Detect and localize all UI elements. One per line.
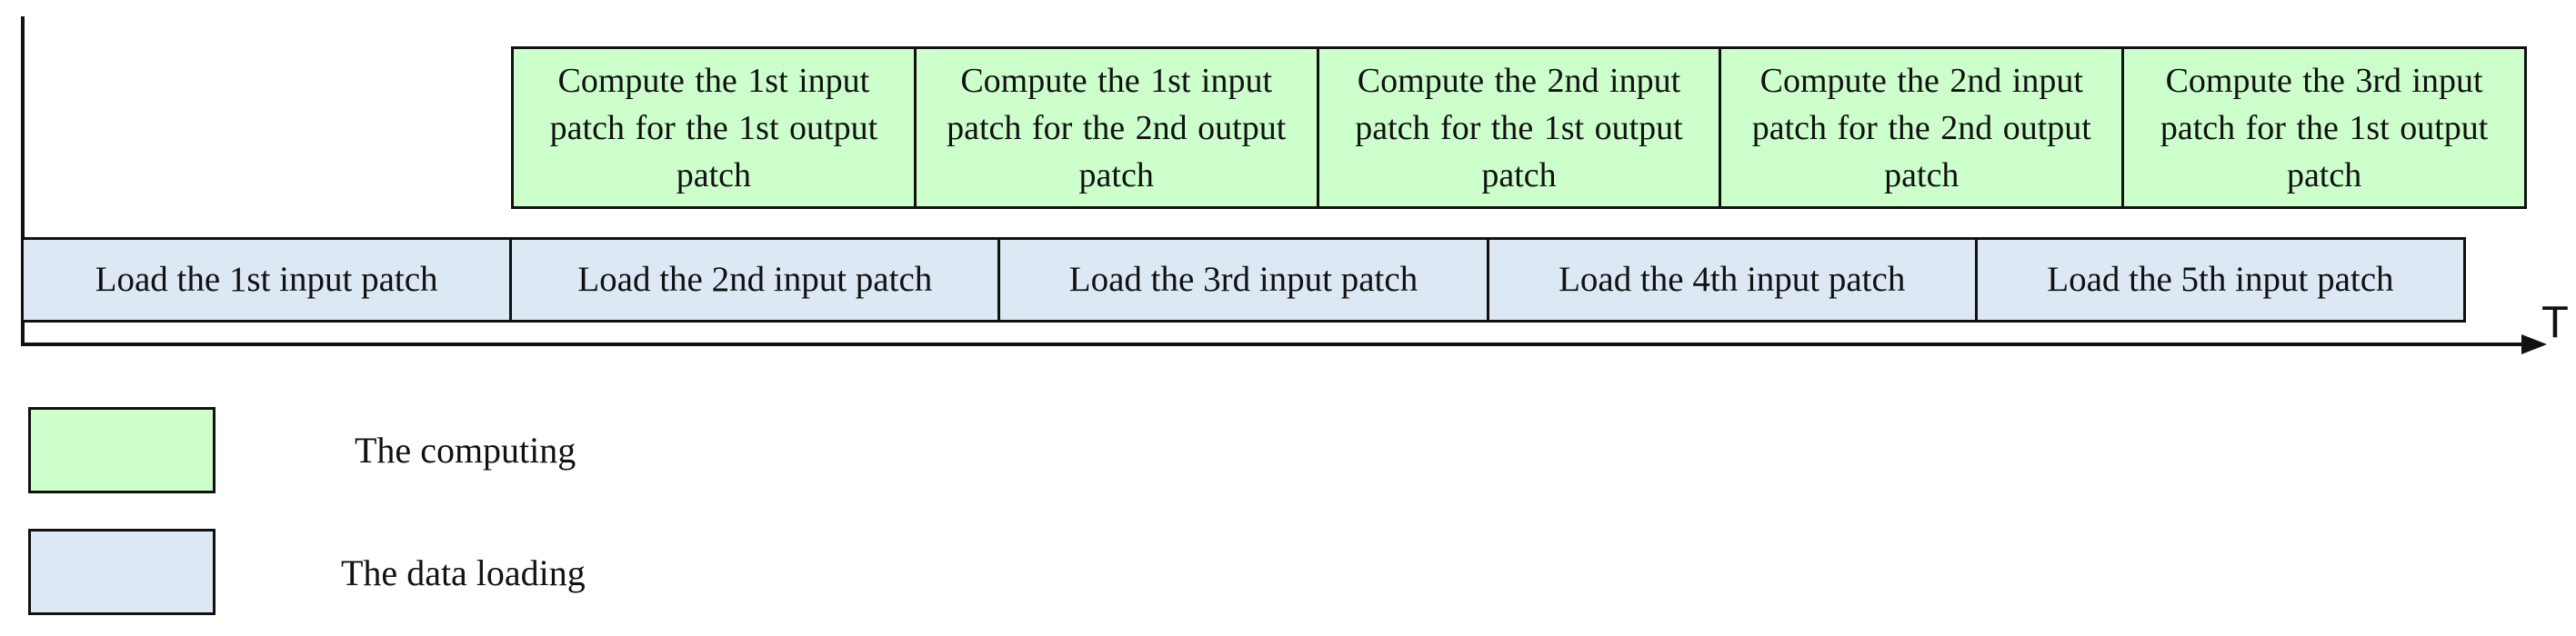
vertical-axis-line: [21, 16, 25, 346]
load-block-2: Load the 2nd input patch: [512, 240, 1001, 320]
legend-computing-swatch: [28, 407, 216, 493]
compute-block-5: Compute the 3rd input patch for the 1st …: [2124, 49, 2524, 206]
load-block-5: Load the 5th input patch: [1977, 240, 2464, 320]
legend-data-loading-label: The data loading: [341, 552, 586, 593]
load-block-3: Load the 3rd input patch: [1000, 240, 1489, 320]
load-row: Load the 1st input patch Load the 2nd in…: [21, 237, 2466, 323]
compute-block-3: Compute the 2nd input patch for the 1st …: [1318, 49, 1722, 206]
load-block-4: Load the 4th input patch: [1488, 240, 1978, 320]
legend-computing-label: The computing: [355, 430, 576, 471]
compute-block-4: Compute the 2nd input patch for the 2nd …: [1721, 49, 2125, 206]
load-block-1: Load the 1st input patch: [24, 240, 513, 320]
compute-block-1: Compute the 1st input patch for the 1st …: [514, 49, 917, 206]
time-axis-arrowhead: [2521, 334, 2547, 354]
compute-block-2: Compute the 1st input patch for the 2nd …: [916, 49, 1319, 206]
legend-data-loading-swatch: [28, 529, 216, 615]
time-axis-label: T: [2541, 298, 2569, 347]
time-axis-line: [21, 343, 2533, 346]
compute-row: Compute the 1st input patch for the 1st …: [511, 46, 2527, 209]
